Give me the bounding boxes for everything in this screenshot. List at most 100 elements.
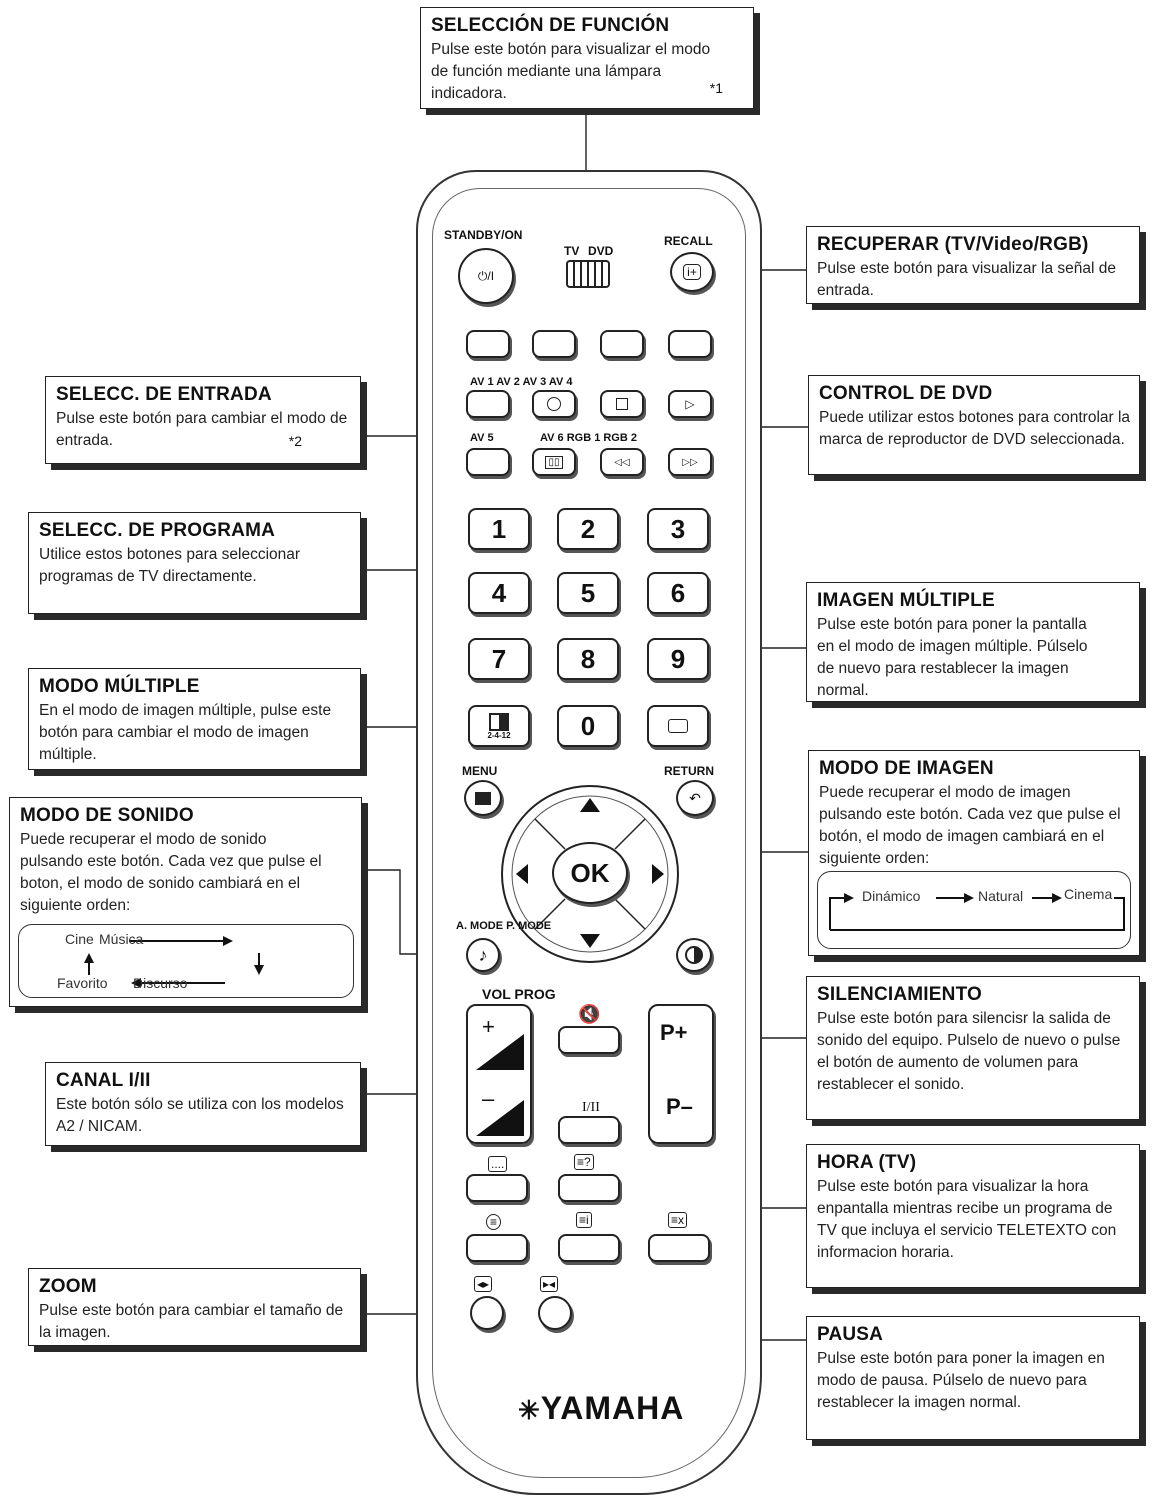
av4-button[interactable]: ▷ (668, 390, 712, 418)
callout-seleccion-funcion: SELECCIÓN DE FUNCIÓN Pulse este botón pa… (420, 7, 754, 109)
callout-text: Pulse este botón para cambiar el modo de… (56, 410, 348, 449)
callout-text: Puede utilizar estos botones para contro… (819, 409, 1131, 448)
sequence-item: Discurso (133, 975, 188, 991)
volume-rocker (466, 1004, 532, 1144)
zoom-button[interactable] (470, 1296, 504, 1330)
multi-mode-button[interactable]: 2-4-12 (468, 705, 530, 747)
sequence-arrows (84, 936, 264, 988)
color-button-2[interactable] (532, 330, 576, 358)
zoom-icon: ◂▸ (474, 1276, 493, 1292)
callout-title: PAUSA (817, 1324, 884, 1345)
vol-prog-label: VOL PROG (482, 986, 556, 1002)
callout-text: Pulse este botón para visualizar la seña… (817, 260, 1116, 299)
program-up-button[interactable]: P+ (660, 1020, 688, 1045)
multi-picture-button[interactable] (647, 705, 709, 747)
callout-title: MODO MÚLTIPLE (39, 676, 200, 697)
teletext-index-icon: ≡i (576, 1212, 592, 1228)
right-arrow-icon[interactable] (652, 864, 664, 884)
circle-icon (547, 397, 561, 411)
callout-title: ZOOM (39, 1276, 97, 1297)
num-6-button[interactable]: 6 (647, 572, 709, 614)
contrast-icon (685, 946, 703, 964)
callout-text: Este botón sólo se utiliza con los model… (56, 1096, 344, 1135)
stop-icon (616, 398, 628, 410)
num-4-button[interactable]: 4 (468, 572, 530, 614)
volume-down-button[interactable]: – (472, 1080, 526, 1140)
info-plus-icon: i+ (683, 264, 701, 280)
picture-mode-button[interactable] (676, 938, 712, 972)
color-button-4[interactable] (668, 330, 712, 358)
callout-modo-multiple: MODO MÚLTIPLE En el modo de imagen múlti… (28, 668, 361, 770)
callout-title: CONTROL DE DVD (819, 383, 993, 404)
teletext-button[interactable] (466, 1234, 528, 1262)
callout-imagen-multiple: IMAGEN MÚLTIPLE Pulse este botón para po… (806, 582, 1140, 702)
ok-button[interactable]: OK (552, 842, 628, 904)
pause-icon: ▯▯ (545, 455, 563, 469)
num-9-button[interactable]: 9 (647, 638, 709, 680)
freeze-icon: ▸◂ (540, 1276, 559, 1292)
subtitle-button[interactable] (466, 1174, 528, 1202)
callout-text: Pulse este botón para poner la imagen en… (817, 1350, 1105, 1411)
multi-picture-icon (668, 719, 688, 733)
tuning-fork-logo-icon: ✳ (518, 1395, 541, 1425)
num-8-button[interactable]: 8 (557, 638, 619, 680)
rgb2-button[interactable]: ▷▷ (668, 448, 712, 476)
num-2-button[interactable]: 2 (557, 508, 619, 550)
menu-button[interactable] (464, 780, 502, 816)
sequence-item: Dinámico (862, 888, 921, 904)
menu-icon (475, 791, 491, 805)
av-row2-label: AV 6 RGB 1 RGB 2 (540, 432, 637, 444)
callout-title: RECUPERAR (TV/Video/RGB) (817, 234, 1089, 255)
rgb1-button[interactable]: ◁◁ (600, 448, 644, 476)
amode-pmode-label: A. MODE P. MODE (456, 920, 552, 932)
callout-control-dvd: CONTROL DE DVD Puede utilizar estos boto… (808, 375, 1140, 475)
av1-button[interactable] (466, 390, 510, 418)
callout-title: SILENCIAMIENTO (817, 984, 983, 1005)
sequence-item: Cinema (1064, 886, 1113, 902)
color-button-1[interactable] (466, 330, 510, 358)
av5-label: AV 5 (470, 432, 494, 444)
sound-mode-button[interactable]: ♪ (466, 938, 500, 972)
callout-text: Pulse este botón para visualizar el modo… (431, 41, 711, 102)
teletext-index-button[interactable] (558, 1234, 620, 1262)
num-5-button[interactable]: 5 (557, 572, 619, 614)
mute-icon: 🔇 (578, 1004, 601, 1024)
freeze-button[interactable] (538, 1296, 572, 1330)
return-button[interactable]: ↶ (676, 780, 714, 816)
volume-plus-label: + (482, 1014, 495, 1039)
teletext-icon: ≡ (486, 1214, 502, 1230)
recall-button[interactable]: i+ (670, 252, 714, 292)
callout-title: SELECCIÓN DE FUNCIÓN (431, 15, 670, 36)
teletext-reveal-icon: ≡? (574, 1154, 594, 1170)
left-arrow-icon[interactable] (516, 864, 528, 884)
color-button-3[interactable] (600, 330, 644, 358)
power-icon: ⏻/I (477, 268, 495, 283)
teletext-reveal-button[interactable] (558, 1174, 620, 1202)
tv-dvd-switch[interactable] (566, 260, 610, 288)
program-down-button[interactable]: P– (666, 1094, 693, 1119)
standby-button[interactable]: ⏻/I (458, 248, 514, 304)
callout-title: SELECC. DE PROGRAMA (39, 520, 276, 541)
i-ii-button[interactable] (558, 1116, 620, 1144)
up-arrow-icon[interactable] (580, 798, 600, 812)
music-note-icon: ♪ (478, 944, 488, 965)
i-ii-label: I/II (582, 1100, 600, 1115)
num-0-button[interactable]: 0 (557, 705, 619, 747)
av5-button[interactable] (466, 448, 510, 476)
time-button[interactable] (648, 1234, 710, 1262)
num-1-button[interactable]: 1 (468, 508, 530, 550)
down-arrow-icon[interactable] (580, 934, 600, 948)
volume-up-button[interactable]: + (472, 1014, 526, 1074)
callout-pausa: PAUSA Pulse este botón para poner la ima… (806, 1316, 1140, 1440)
av3-button[interactable] (600, 390, 644, 418)
standby-label: STANDBY/ON (444, 228, 523, 242)
mute-button[interactable] (558, 1026, 620, 1054)
av-row1-label: AV 1 AV 2 AV 3 AV 4 (470, 376, 573, 388)
num-7-button[interactable]: 7 (468, 638, 530, 680)
av6-button[interactable]: ▯▯ (532, 448, 576, 476)
brand-logo: ✳YAMAHA (518, 1390, 684, 1427)
av2-button[interactable] (532, 390, 576, 418)
footnote-marker: *2 (288, 433, 302, 449)
num-3-button[interactable]: 3 (647, 508, 709, 550)
callout-recuperar: RECUPERAR (TV/Video/RGB) Pulse este botó… (806, 226, 1140, 304)
